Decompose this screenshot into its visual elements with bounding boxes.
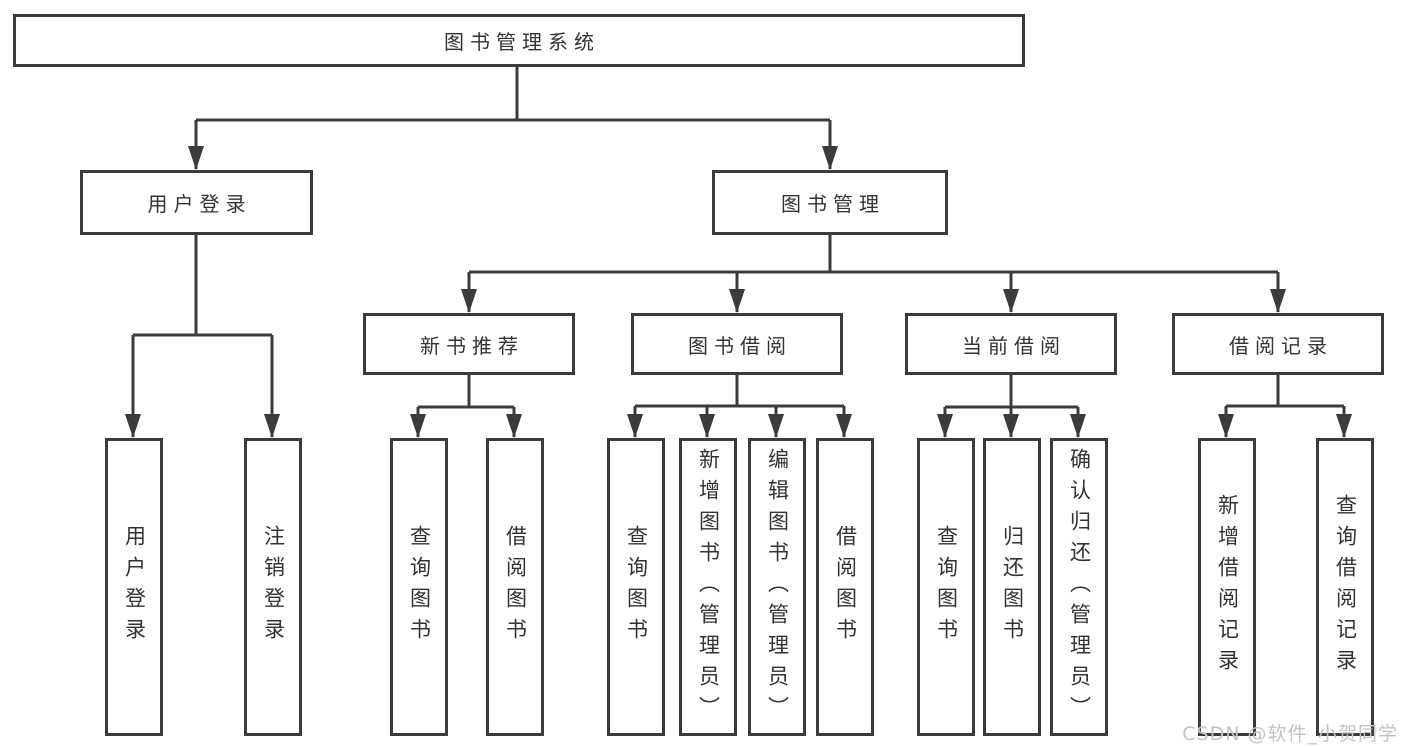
leaf-recommend-borrow-books: 借阅图书 [486, 438, 544, 736]
connector-root-to-level2 [188, 67, 838, 170]
node-label: 查询图书 [624, 525, 649, 649]
node-new-book-recommend: 新书推荐 [363, 313, 575, 375]
leaf-borrowing-add-books-admin: 新增图书（管理员） [679, 438, 737, 736]
node-label: 编辑图书（管理员） [765, 447, 790, 727]
leaf-current-query-books: 查询图书 [917, 438, 975, 736]
node-label: 借阅记录 [1229, 333, 1333, 358]
node-label: 新增借阅记录 [1215, 494, 1240, 680]
leaf-borrowing-borrow-books: 借阅图书 [816, 438, 874, 736]
leaf-recommend-query-books: 查询图书 [390, 438, 448, 736]
node-label: 用户登录 [147, 192, 252, 216]
node-label: 查询图书 [407, 525, 432, 649]
connector-book-borrowing-to-leaves [627, 374, 852, 438]
node-library-system: 图书管理系统 [13, 14, 1025, 67]
node-label: 借阅图书 [833, 525, 858, 649]
node-current-borrowing: 当前借阅 [905, 313, 1117, 375]
csdn-watermark: CSDN @软件_小贺同学 [1182, 723, 1398, 745]
node-label: 查询借阅记录 [1333, 494, 1358, 680]
node-label: 确认归还（管理员） [1067, 447, 1092, 727]
node-label: 当前借阅 [962, 333, 1066, 358]
leaf-borrowing-edit-books-admin: 编辑图书（管理员） [748, 438, 806, 736]
node-book-borrowing: 图书借阅 [631, 313, 843, 375]
leaf-records-query-borrow-record: 查询借阅记录 [1316, 438, 1374, 736]
node-borrow-records: 借阅记录 [1172, 313, 1384, 375]
node-label: 图书管理系统 [444, 30, 600, 54]
node-label: 新增图书（管理员） [696, 447, 721, 727]
leaf-user-login: 用户登录 [105, 438, 163, 736]
node-label: 查询图书 [934, 525, 959, 649]
node-book-management: 图书管理 [712, 170, 948, 235]
node-label: 用户登录 [122, 525, 147, 649]
connector-borrow-records-to-leaves [1218, 374, 1352, 438]
connector-user-login-to-leaves [125, 234, 280, 438]
node-user-login: 用户登录 [80, 170, 313, 235]
leaf-records-add-borrow-record: 新增借阅记录 [1198, 438, 1256, 736]
node-label: 图书管理 [781, 192, 885, 216]
leaf-current-return-books: 归还图书 [983, 438, 1041, 736]
leaf-current-confirm-return-admin: 确认归还（管理员） [1050, 438, 1108, 736]
node-label: 借阅图书 [503, 525, 528, 649]
leaf-logout-login: 注销登录 [244, 438, 302, 736]
connector-book-management-to-level3 [461, 234, 1286, 313]
node-label: 图书借阅 [688, 333, 792, 358]
node-label: 新书推荐 [420, 333, 524, 358]
node-label: 注销登录 [261, 525, 286, 649]
leaf-borrowing-query-books: 查询图书 [607, 438, 665, 736]
node-label: 归还图书 [1000, 525, 1025, 649]
connector-new-book-recommend-to-leaves [410, 374, 522, 438]
connector-current-borrowing-to-leaves [937, 374, 1086, 438]
